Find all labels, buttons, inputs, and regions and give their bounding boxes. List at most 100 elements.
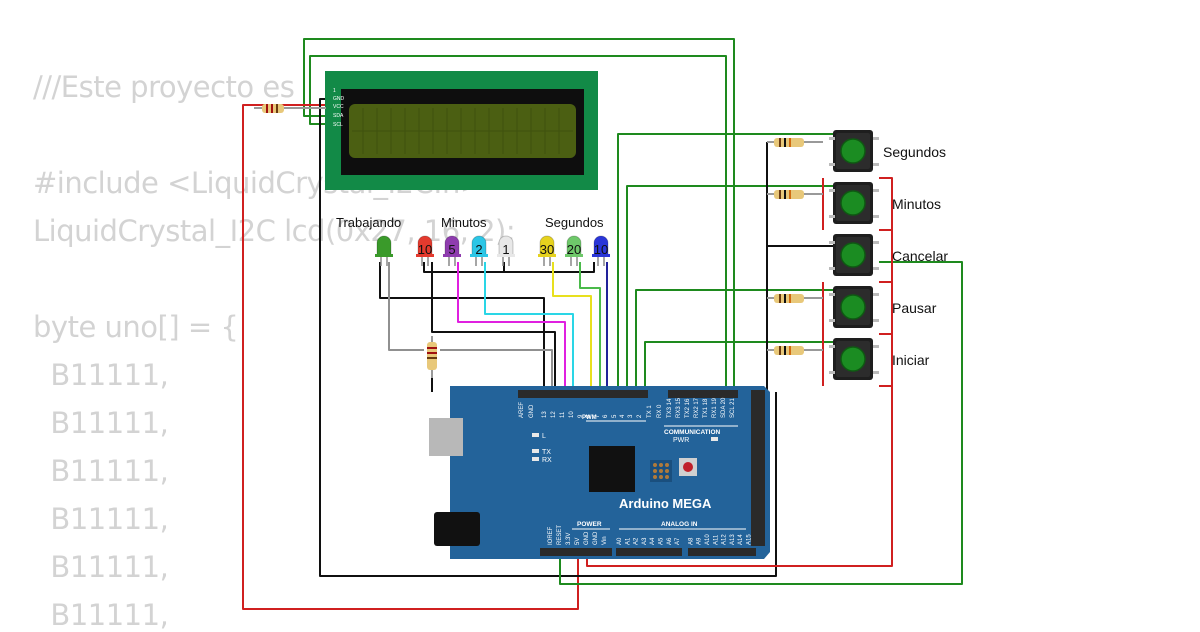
pin-label: A10 bbox=[705, 534, 711, 545]
lcd-pin-label: GND bbox=[333, 96, 345, 102]
communication-label: COMMUNICATION bbox=[664, 429, 721, 436]
pin-label: 2 bbox=[637, 414, 643, 418]
button-label: Segundos bbox=[883, 144, 946, 160]
usb-port bbox=[429, 418, 463, 456]
led-group-label: Segundos bbox=[545, 215, 604, 230]
led-group-label: Minutos bbox=[441, 215, 487, 230]
wire-scl[interactable] bbox=[309, 55, 727, 392]
pin-label: TX3 14 bbox=[667, 398, 673, 418]
pin-label: GND bbox=[584, 531, 590, 545]
pin-label: A12 bbox=[722, 534, 728, 545]
wire-btn-vcc[interactable] bbox=[586, 177, 893, 567]
led[interactable]: 10 bbox=[416, 235, 434, 266]
push-button-segundos[interactable]: Segundos bbox=[829, 130, 946, 172]
microcontroller-chip bbox=[589, 446, 635, 492]
led-label: 10 bbox=[418, 242, 432, 257]
code-line: byte uno[] = { bbox=[33, 310, 239, 344]
pin-label: 13 bbox=[542, 411, 548, 418]
pin-label: RX 0 bbox=[657, 404, 663, 418]
lcd-pin-label: SDA bbox=[333, 113, 344, 119]
wire-led-trabajando[interactable] bbox=[379, 262, 545, 392]
led-label: 5 bbox=[448, 242, 455, 257]
pin-label: SCL 21 bbox=[730, 398, 736, 418]
led[interactable]: 2 bbox=[470, 235, 488, 266]
resistor[interactable] bbox=[767, 346, 823, 355]
pin-label: GND bbox=[593, 531, 599, 545]
pin-label: 5 bbox=[612, 414, 618, 418]
led-label: 1 bbox=[502, 242, 509, 257]
led[interactable]: 5 bbox=[443, 235, 461, 266]
pin-label: 6 bbox=[603, 414, 609, 418]
code-line: B11111, bbox=[33, 598, 169, 632]
pin-label: TX2 16 bbox=[685, 398, 691, 418]
pin-label: RX1 19 bbox=[712, 397, 718, 418]
arduino-mega-board[interactable]: L TX RX PWR PWM COMMUNICATION Arduino ME… bbox=[429, 386, 770, 559]
pin-label: A5 bbox=[659, 537, 665, 545]
pin-label: 4 bbox=[620, 414, 626, 418]
led-group-label: Trabajando bbox=[336, 215, 401, 230]
wire-led-2[interactable] bbox=[484, 262, 574, 392]
pin-label: 11 bbox=[560, 411, 566, 418]
led[interactable]: 30 bbox=[538, 235, 556, 266]
wire-led-20[interactable] bbox=[579, 262, 601, 392]
pin-label: RX3 15 bbox=[676, 397, 682, 418]
resistor[interactable] bbox=[254, 104, 326, 113]
code-line: B11111, bbox=[33, 454, 169, 488]
wire-sda[interactable] bbox=[303, 38, 735, 392]
led-label: 30 bbox=[540, 242, 554, 257]
wires bbox=[242, 38, 963, 610]
code-line: B11111, bbox=[33, 502, 169, 536]
led[interactable]: 20 bbox=[565, 235, 583, 266]
pin-label: 8 bbox=[586, 414, 592, 418]
code-line: LiquidCrystal_I2C lcd(0x27, 16, 2); bbox=[33, 214, 516, 248]
pin-label: A15 bbox=[747, 534, 753, 545]
resistor[interactable] bbox=[767, 294, 823, 303]
resistor[interactable] bbox=[767, 190, 823, 199]
led[interactable]: 10 bbox=[592, 235, 610, 266]
wire-btn-minutos[interactable] bbox=[626, 185, 833, 392]
wire-btn-segundos[interactable] bbox=[617, 133, 833, 392]
wire-led-30[interactable] bbox=[552, 262, 592, 392]
resistor[interactable] bbox=[767, 138, 823, 147]
wire-led-10[interactable] bbox=[431, 262, 556, 392]
wire-led-5[interactable] bbox=[457, 262, 566, 392]
wire-btn-cancelar[interactable] bbox=[559, 261, 963, 585]
push-button-minutos[interactable]: Minutos bbox=[829, 182, 941, 224]
pin-label: SDA 20 bbox=[721, 397, 727, 418]
board-led-label: RX bbox=[542, 457, 552, 464]
pin-label: A8 bbox=[688, 537, 694, 545]
wire-btn-iniciar[interactable] bbox=[644, 341, 833, 392]
pin-label: RESET bbox=[557, 525, 563, 545]
push-button-pausar[interactable]: Pausar bbox=[829, 286, 937, 328]
pin-label: TX1 18 bbox=[703, 398, 709, 418]
resistor[interactable] bbox=[427, 336, 437, 378]
pin-label: TX 1 bbox=[647, 405, 653, 418]
code-line: B11111, bbox=[33, 358, 169, 392]
board-name: Arduino MEGA bbox=[619, 496, 712, 511]
pin-label: A4 bbox=[650, 537, 656, 545]
pin-label: A7 bbox=[675, 537, 681, 545]
pin-label: A9 bbox=[697, 537, 703, 545]
power-jack bbox=[434, 512, 480, 546]
lcd-pin-label: SCL bbox=[333, 122, 343, 128]
pwm-label: PWM bbox=[582, 415, 597, 421]
led-label: 10 bbox=[594, 242, 608, 257]
pin-label: 7 bbox=[595, 414, 601, 418]
code-line: ///Este proyecto es bbox=[33, 70, 295, 104]
led[interactable] bbox=[375, 235, 393, 266]
push-button-cancelar[interactable]: Cancelar bbox=[829, 234, 948, 276]
wire-lcd-gnd[interactable] bbox=[319, 98, 777, 577]
push-button-iniciar[interactable]: Iniciar bbox=[829, 338, 930, 380]
lcd-display[interactable]: 1 GND VCC SDA SCL bbox=[325, 71, 598, 190]
pin-label: Vin bbox=[602, 536, 608, 545]
power-header-label: POWER bbox=[577, 521, 602, 528]
resistors bbox=[254, 104, 823, 378]
pwr-label: PWR bbox=[673, 437, 689, 444]
board-led-label: L bbox=[542, 433, 546, 440]
led-label: 2 bbox=[475, 242, 482, 257]
led[interactable]: 1 bbox=[497, 235, 515, 266]
led-label: 20 bbox=[567, 242, 581, 257]
pin-label: RX2 17 bbox=[694, 397, 700, 418]
